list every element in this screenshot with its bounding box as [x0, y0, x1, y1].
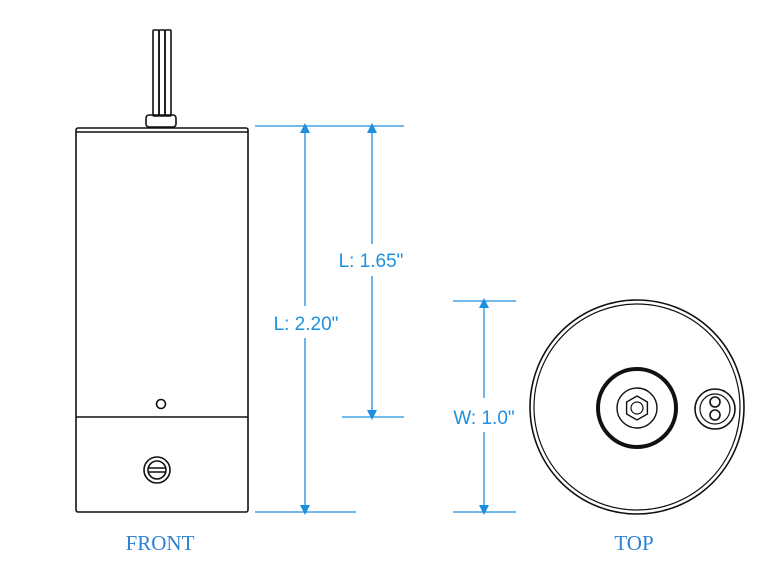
- top-inner-rim: [533, 303, 741, 511]
- front-view: [75, 29, 249, 513]
- center-boss: [616, 387, 658, 429]
- dimension-label-body-length: L: 1.65": [339, 251, 404, 272]
- cable: [152, 29, 172, 117]
- dimension-label-width: W: 1.0": [453, 408, 514, 429]
- screw-icon: [143, 456, 171, 484]
- indicator-hole: [155, 398, 167, 410]
- cable-gland-icon: [694, 388, 736, 430]
- top-view: [529, 299, 745, 515]
- hex-socket-icon: [625, 395, 649, 421]
- dimension-label-overall-length: L: 2.20": [274, 314, 339, 335]
- front-view-label: FRONT: [126, 531, 195, 555]
- front-dimensions: [255, 123, 404, 515]
- device-body: [75, 127, 249, 513]
- hex-socket-core: [630, 401, 644, 415]
- top-view-label: TOP: [614, 531, 653, 555]
- cable-connector: [145, 114, 177, 128]
- top-outer-rim: [529, 299, 745, 515]
- center-ring: [596, 367, 678, 449]
- top-dimensions: [453, 298, 516, 515]
